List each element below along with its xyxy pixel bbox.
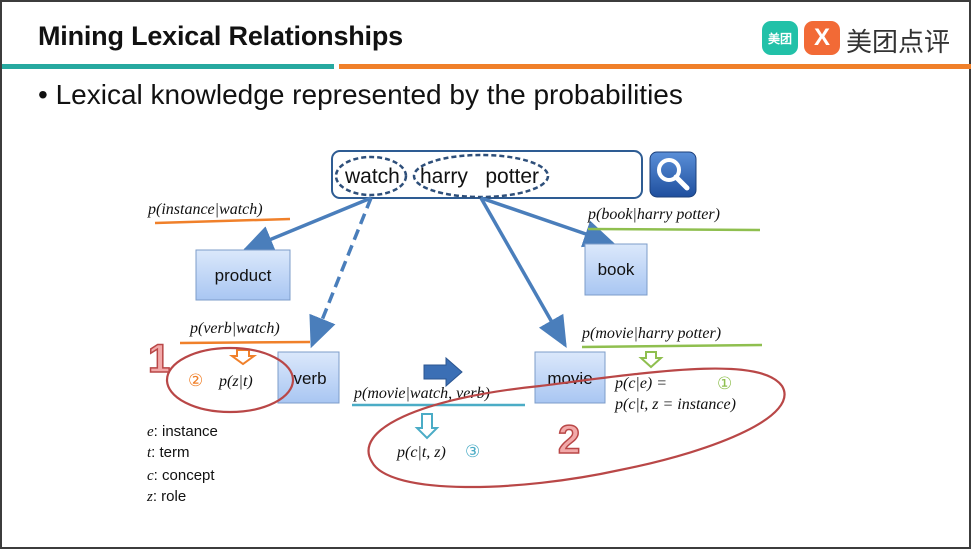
dianping-badge-icon: X: [804, 21, 840, 55]
legend-item: z: role: [146, 488, 186, 505]
prob-z-t: p(z|t): [218, 373, 253, 390]
arrow-harry-book: [480, 196, 616, 248]
circled-number-1: ①: [717, 374, 732, 394]
title-underline-teal: [2, 64, 334, 69]
legend: e: instance t: term c: concept z: role: [146, 423, 218, 505]
down-arrow-cyan-icon: [414, 413, 440, 440]
harry-potter-dashed-ellipse: [412, 153, 550, 199]
query-term-harry-potter: harry potter: [420, 165, 539, 188]
legend-item: t: term: [147, 444, 190, 461]
big-number-2: 2: [558, 418, 580, 462]
down-arrow-orange-icon: [228, 349, 258, 366]
prob-verb-watch: p(verb|watch): [189, 320, 280, 337]
prob-c-e: p(c|e) =: [614, 375, 667, 392]
search-icon[interactable]: [649, 151, 697, 198]
underline-instance-watch: [154, 217, 291, 225]
node-movie: movie: [534, 351, 606, 404]
down-arrow-green-icon: [638, 351, 664, 369]
watch-dashed-ellipse: [334, 155, 408, 197]
query-term-watch: watch: [344, 165, 400, 188]
prob-c-tz-instance: p(c|t, z = instance): [614, 396, 736, 413]
title-underline-orange: [339, 64, 971, 69]
legend-item: c: concept: [147, 467, 215, 484]
logo-text: 美团点评: [846, 28, 951, 58]
node-verb-label: verb: [293, 369, 326, 388]
prob-movie-watch-verb: p(movie|watch, verb): [353, 385, 490, 402]
node-product: product: [195, 249, 291, 301]
legend-item: e: instance: [147, 423, 218, 440]
node-verb: verb: [277, 351, 340, 404]
big-number-1: 1: [148, 337, 170, 381]
arrow-watch-product: [241, 196, 372, 253]
node-book-label: book: [598, 260, 635, 279]
meituan-badge-icon: 美团: [762, 21, 798, 55]
circled-number-3: ③: [465, 442, 480, 462]
prob-instance-watch: p(instance|watch): [147, 201, 263, 218]
slide-title: Mining Lexical Relationships: [38, 21, 403, 51]
node-product-label: product: [215, 266, 272, 285]
bullet-text: • Lexical knowledge represented by the p…: [38, 79, 683, 110]
underline-verb-watch: [179, 340, 311, 345]
underline-movie-harry: [581, 343, 763, 349]
circled-number-2: ②: [188, 371, 203, 391]
red-ellipse-2: [367, 367, 786, 489]
arrow-harry-movie: [479, 197, 567, 349]
prob-book-harry: p(book|harry potter): [587, 206, 720, 223]
arrow-watch-verb-dashed: [309, 197, 373, 349]
prob-c-tz: p(c|t, z): [396, 444, 446, 461]
right-arrow-blue-icon: [423, 356, 463, 388]
red-ellipse-1: [165, 346, 295, 414]
underline-book-harry: [587, 227, 761, 232]
node-book: book: [584, 243, 648, 296]
prob-movie-harry: p(movie|harry potter): [581, 325, 721, 342]
